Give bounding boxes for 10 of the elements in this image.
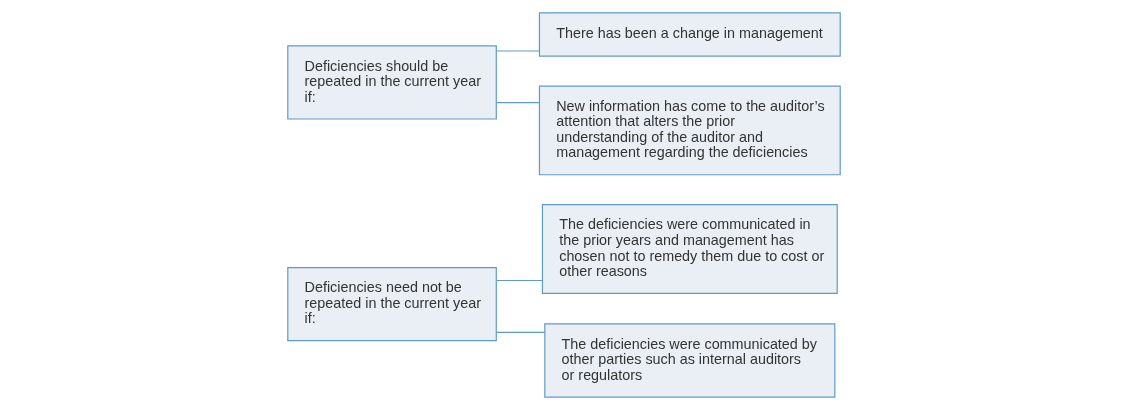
node-box: Deficiencies should be repeated in the current year if: [287, 45, 497, 120]
connector [496, 279, 543, 282]
node-box: New information has come to the auditor’s attention that alters the prior understanding of the auditor and management regarding the deficiencies [538, 85, 841, 176]
node-box: There has been a change in management [538, 12, 841, 57]
connector [496, 50, 540, 52]
node-box: The deficiencies were communicated by other parties such as internal auditors or regulators [544, 323, 836, 398]
connector [496, 101, 540, 104]
node-box: Deficiencies need not be repeated in the current year if: [287, 267, 497, 342]
node-box: The deficiencies were communicated in the prior years and management has chosen not to remedy them due to cost or other reasons [541, 204, 838, 294]
connector [496, 331, 546, 333]
